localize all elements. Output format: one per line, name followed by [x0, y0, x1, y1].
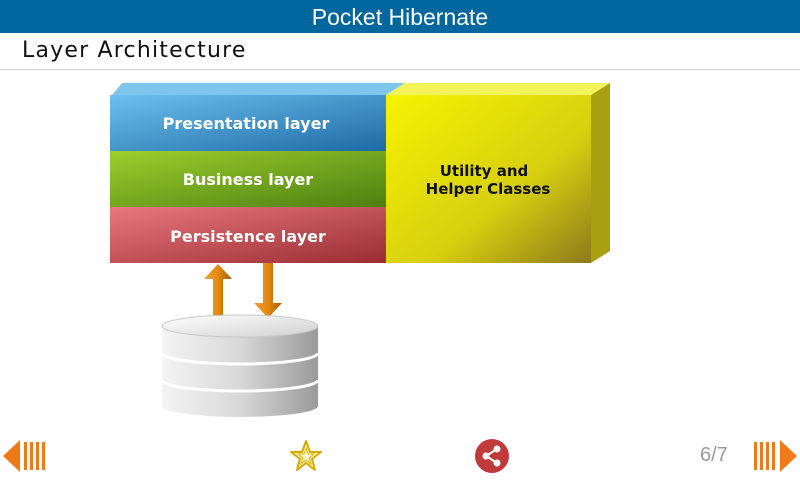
persistence-layer-box [110, 207, 386, 263]
page-counter: 6/7 [700, 444, 728, 466]
presentation-layer-label: Presentation layer [163, 114, 330, 133]
title-divider [0, 69, 800, 70]
next-page-button[interactable] [750, 434, 800, 478]
next-arrow-icon [754, 440, 797, 472]
utility-top-face [386, 83, 610, 95]
database-icon [160, 314, 320, 417]
star-icon [290, 440, 322, 471]
prev-arrow-icon [3, 440, 45, 472]
bottom-toolbar: 6/7 [0, 430, 800, 480]
stack-top-face [112, 83, 405, 95]
utility-box [386, 95, 591, 263]
share-icon [475, 439, 509, 473]
up-arrow-icon [204, 264, 232, 319]
down-arrow-icon [254, 263, 282, 318]
business-layer-label: Business layer [183, 170, 314, 189]
previous-page-button[interactable] [0, 434, 50, 478]
utility-label-line2: Helper Classes [426, 180, 551, 198]
app-title: Pocket Hibernate [311, 4, 489, 30]
presentation-layer-box [110, 95, 386, 151]
utility-side-face [591, 83, 610, 263]
app-title-bar: Pocket Hibernate [0, 0, 800, 33]
share-button[interactable] [474, 438, 510, 474]
utility-label-line1: Utility and [440, 162, 528, 180]
page-title: Layer Architecture [22, 38, 247, 63]
layer-architecture-diagram: Presentation layer Business layer Persis… [110, 83, 610, 417]
bookmark-star-button[interactable] [288, 438, 324, 474]
persistence-layer-label: Persistence layer [170, 227, 326, 246]
business-layer-box [110, 151, 386, 207]
